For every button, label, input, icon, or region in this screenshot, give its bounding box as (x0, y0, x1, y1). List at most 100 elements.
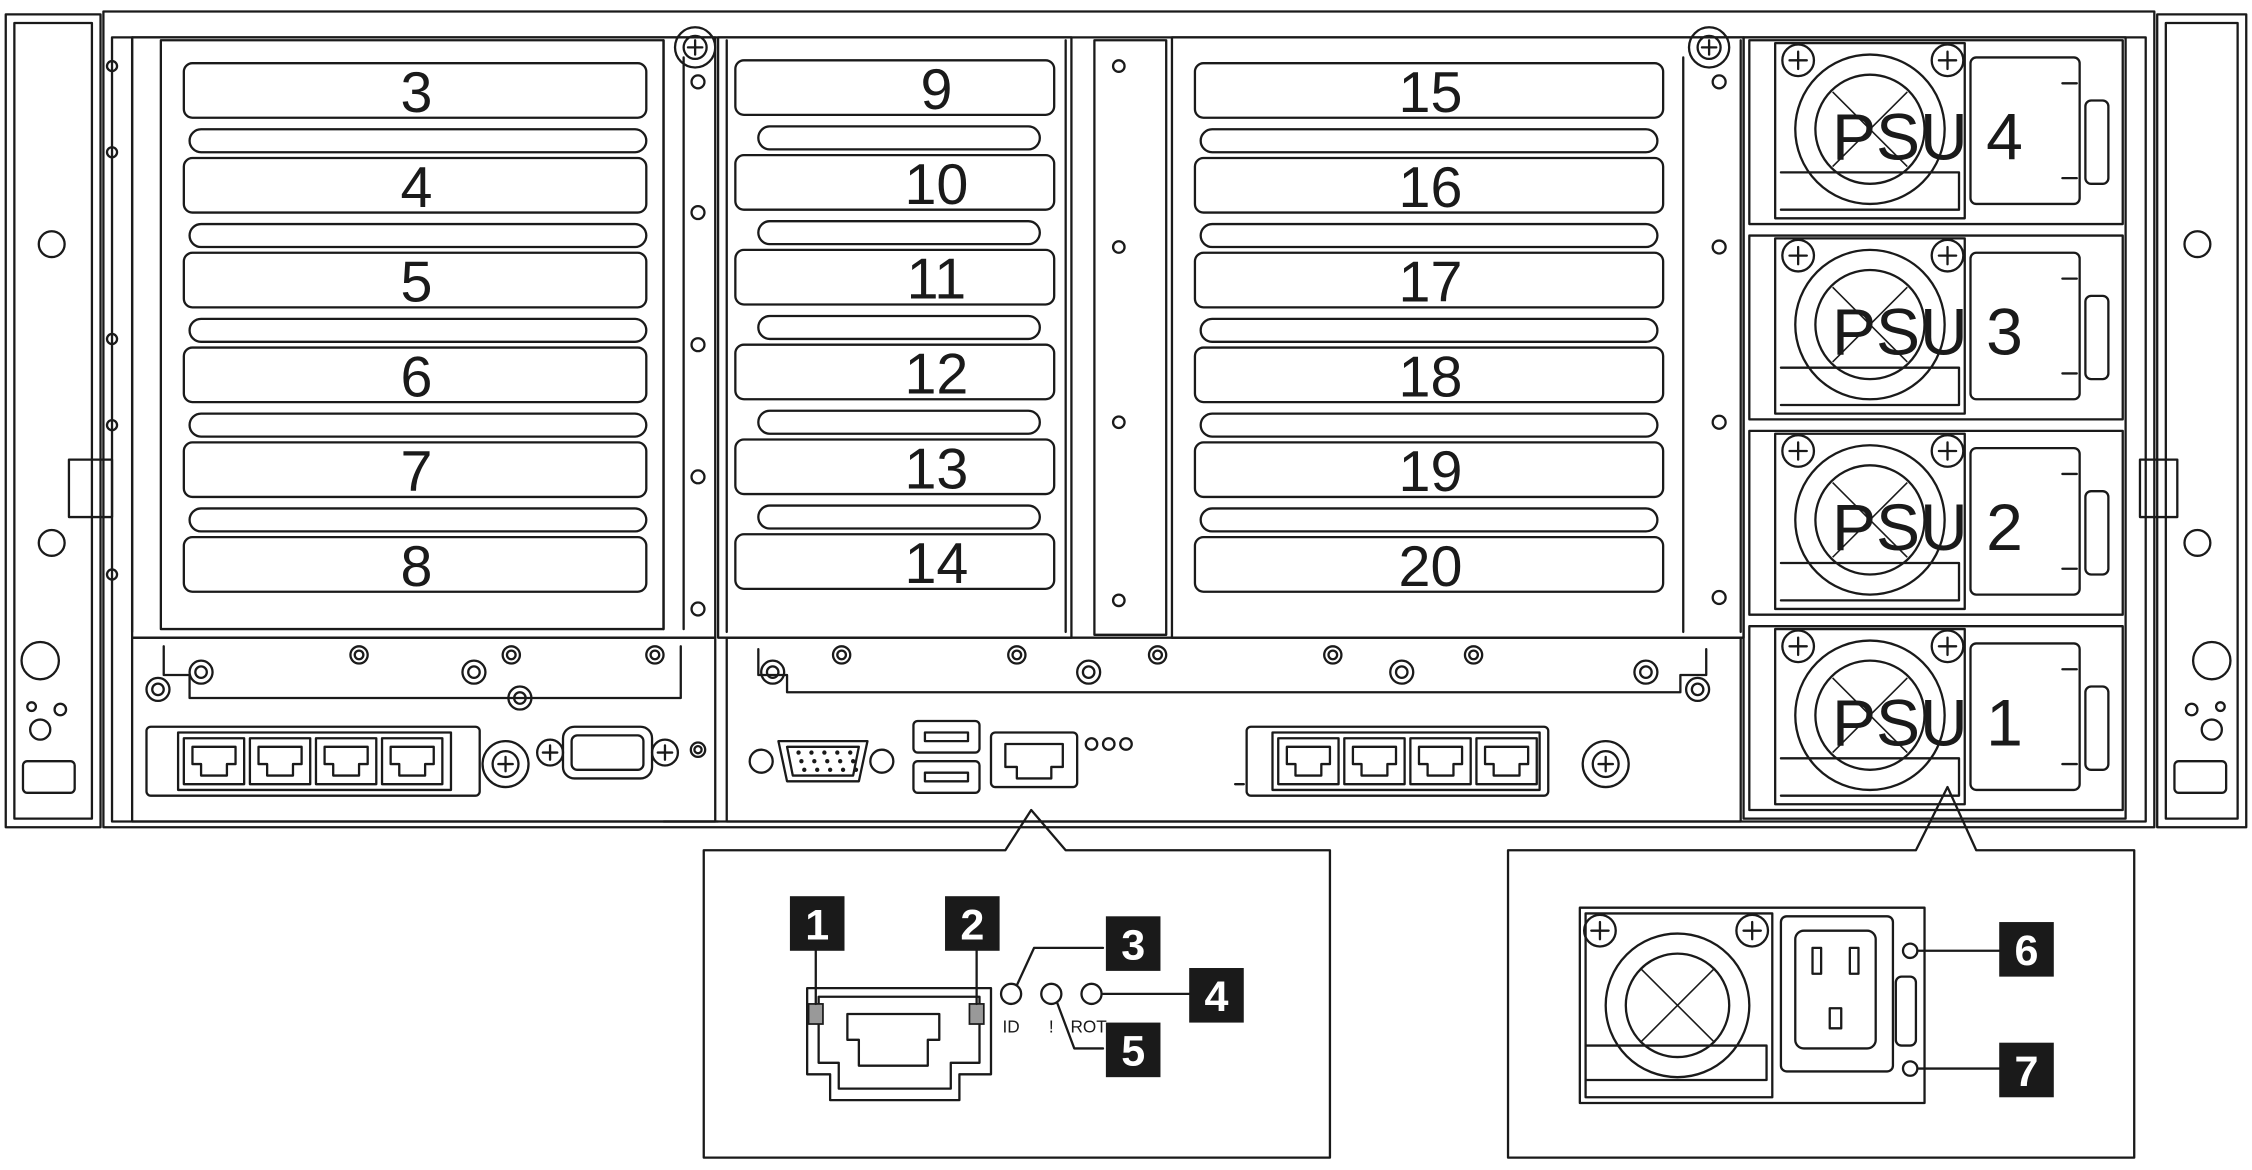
slot-number: 5 (401, 251, 433, 315)
thumbscrew-icon[interactable] (1687, 26, 1731, 69)
callout-7: 7 (1999, 1042, 2054, 1098)
vga-pin (853, 767, 859, 772)
pcie-slot-18[interactable]: 18 (1193, 345, 1665, 438)
psu-3[interactable]: PSU 3 (1748, 234, 2124, 421)
ethernet-port[interactable] (248, 737, 312, 786)
psu-screw-icon (1781, 434, 1816, 468)
slot-number: 4 (401, 156, 433, 220)
slot-number: 19 (1399, 440, 1463, 504)
id-led-icon (999, 982, 1023, 1006)
pcie-slot-19[interactable]: 19 (1193, 440, 1665, 533)
callout-5: 5 (1105, 1022, 1161, 1078)
activity-led-icon (968, 1003, 985, 1025)
slot-number: 6 (401, 345, 433, 409)
psu-1[interactable]: PSU 1 (1748, 625, 2124, 812)
vga-pin (838, 759, 843, 764)
pcie-slot-13[interactable]: 13 (734, 437, 1056, 530)
psu-2[interactable]: PSU 2 (1748, 429, 2124, 616)
management-ethernet-port[interactable] (989, 731, 1079, 789)
vga-port[interactable] (748, 739, 895, 783)
ethernet-port[interactable] (380, 737, 444, 786)
slot-number: 11 (907, 248, 967, 312)
quad-port-ethernet-card-right[interactable] (1234, 725, 1630, 797)
psu-label: PSU 2 (1832, 490, 2023, 564)
psu-bays: PSU 4 PSU 3 PSU 2 PSU 1 (1742, 36, 2127, 820)
pcie-slot-4[interactable]: 4 (182, 156, 648, 249)
slot-number: 3 (401, 61, 433, 125)
callout-4: 4 (1189, 968, 1244, 1023)
pcie-slot-5[interactable]: 5 (182, 251, 648, 343)
svg-text:6: 6 (2015, 927, 2039, 975)
svg-text:7: 7 (2015, 1048, 2039, 1096)
pcie-slot-6[interactable]: 6 (182, 345, 648, 438)
center-divider (1093, 39, 1168, 636)
dc-power-led-icon (1901, 1060, 1919, 1077)
slot-number: 13 (904, 437, 968, 501)
slot-number: 18 (1399, 345, 1463, 409)
psu-label: PSU 3 (1832, 295, 2023, 369)
led-label-rot: ROT (1070, 1017, 1107, 1037)
vga-pin (840, 767, 846, 772)
psu-screw-icon (1930, 434, 1965, 468)
pcie-slot-14[interactable]: 14 (734, 532, 1056, 596)
slot-number: 14 (904, 532, 968, 596)
usb-port-top[interactable] (912, 719, 981, 754)
slot-number: 12 (904, 343, 968, 407)
management-port-detail (806, 946, 993, 1102)
callout-3: 3 (1105, 916, 1161, 971)
vga-pin (827, 767, 833, 772)
status-leds (1084, 737, 1133, 751)
psu-label: PSU 4 (1832, 99, 2023, 173)
slot-number: 7 (401, 440, 433, 504)
psu-4[interactable]: PSU 4 (1748, 39, 2124, 226)
svg-text:2: 2 (960, 901, 984, 949)
slot-number: 20 (1399, 535, 1463, 599)
ethernet-port[interactable] (1475, 737, 1538, 786)
vga-pin (796, 750, 801, 755)
vga-pin (822, 750, 827, 755)
pcie-slot-17[interactable]: 17 (1193, 251, 1665, 343)
error-led-icon (1040, 982, 1063, 1006)
ethernet-port[interactable] (1343, 737, 1406, 786)
vga-pin (850, 759, 856, 764)
psu-screw-icon (1781, 43, 1816, 78)
usb-port-bottom[interactable] (912, 760, 981, 794)
pcie-slot-10[interactable]: 10 (734, 153, 1056, 246)
psu-screw-icon (1781, 629, 1816, 664)
thumbscrew-icon[interactable] (673, 26, 717, 69)
ethernet-port[interactable] (182, 737, 246, 786)
pcie-slot-3[interactable]: 3 (182, 61, 648, 154)
svg-text:5: 5 (1121, 1028, 1145, 1076)
pcie-slot-20[interactable]: 20 (1193, 535, 1665, 599)
io-panel-right (725, 636, 1742, 823)
vga-pin (835, 750, 840, 755)
psu-screw-icon (1930, 238, 1965, 273)
callout-1: 1 (789, 896, 845, 951)
led-label-error: ! (1049, 1017, 1054, 1037)
serial-port[interactable] (535, 725, 680, 780)
ethernet-port[interactable] (314, 737, 378, 786)
ethernet-port[interactable] (1409, 737, 1472, 786)
psu-screw-icon (1781, 238, 1816, 273)
callout-2: 2 (945, 896, 1000, 951)
ethernet-port[interactable] (1277, 737, 1340, 786)
callout-6: 6 (1999, 922, 2054, 977)
vga-pin (825, 759, 830, 764)
pcie-slot-8[interactable]: 8 (182, 535, 648, 599)
slot-number: 10 (904, 153, 968, 217)
psu-label: PSU 1 (1832, 685, 2023, 759)
ac-power-led-icon (1901, 942, 1919, 960)
vga-pin (848, 750, 853, 755)
vga-pin (815, 767, 820, 772)
pcie-slot-15[interactable]: 15 (1193, 61, 1665, 154)
pcie-slot-11[interactable]: 11 (734, 248, 1056, 341)
pcie-slot-16[interactable]: 16 (1193, 156, 1665, 249)
pcie-slot-12[interactable]: 12 (734, 343, 1056, 435)
pcie-slot-9[interactable]: 9 (734, 58, 1056, 151)
quad-port-ethernet-card-left[interactable] (145, 725, 530, 797)
vga-pin (802, 767, 807, 772)
slot-cage-left: 3 4 5 6 7 8 (130, 26, 717, 639)
pcie-slot-7[interactable]: 7 (182, 440, 648, 533)
